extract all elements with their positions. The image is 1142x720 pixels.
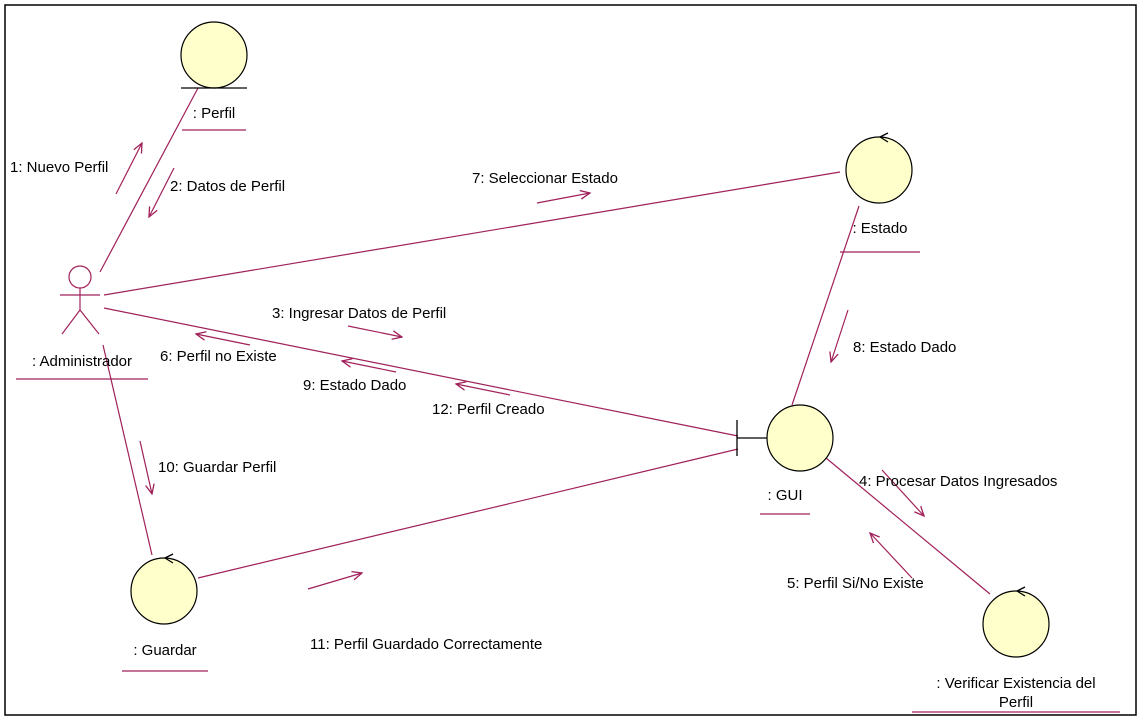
arrow-m12 [456,384,511,396]
link-admin-estado [103,171,841,296]
verificar-control-arrowhead [1015,586,1026,597]
arrow-m2 [149,167,175,217]
arrow-m3 [347,325,402,337]
verificar-label-line1: : Verificar Existencia del [936,675,1095,692]
arrow-m10 [139,440,152,494]
arrow-m8 [831,309,849,362]
message-6-label: 6: Perfil no Existe [160,348,277,365]
perfil-entity[interactable]: : Perfil [180,21,248,131]
message-2-label: 2: Datos de Perfil [170,178,285,195]
diagram-frame [4,4,1137,716]
actor-icon [60,265,100,335]
guardar-label: : Guardar [133,642,196,659]
message-10-label: 10: Guardar Perfil [158,459,276,476]
administrador-actor[interactable]: : Administrador [16,265,148,380]
verificar-control[interactable]: : Verificar Existencia del Perfil [912,586,1120,713]
message-9-label: 9: Estado Dado [303,377,406,394]
administrador-label: : Administrador [32,353,132,370]
message-4-label: 4: Procesar Datos Ingresados [859,473,1057,490]
guardar-control[interactable]: : Guardar [122,553,208,672]
message-arrows [115,143,924,590]
arrow-m9 [342,361,397,373]
message-labels: 1: Nuevo Perfil 2: Datos de Perfil 7: Se… [10,159,1057,653]
link-admin-guardar [102,344,153,556]
link-gui-verificar [819,452,991,595]
guardar-control-icon [130,557,198,625]
gui-label: : GUI [767,487,802,504]
message-5-label: 5: Perfil Si/No Existe [787,575,924,592]
gui-boundary-icon [766,404,834,472]
perfil-label: : Perfil [193,105,236,122]
perfil-entity-icon [180,21,248,89]
estado-control[interactable]: : Estado [840,132,920,253]
verificar-control-icon [982,590,1050,658]
message-7-label: 7: Seleccionar Estado [472,170,618,187]
message-11-label: 11: Perfil Guardado Correctamente [310,636,542,653]
association-links [99,87,991,595]
link-estado-gui [791,205,860,406]
message-3-label: 3: Ingresar Datos de Perfil [272,305,446,322]
link-admin-perfil [99,87,199,273]
arrow-m11 [307,573,362,590]
link-admin-gui [103,307,739,437]
message-8-label: 8: Estado Dado [853,339,956,356]
link-guardar-gui [197,448,739,579]
arrow-m7 [536,193,590,204]
arrow-m6 [196,334,251,346]
arrow-m4 [881,469,924,516]
arrow-m1 [115,143,142,195]
estado-label: : Estado [852,220,907,237]
guardar-control-arrowhead [163,553,174,564]
gui-boundary[interactable]: : GUI [736,404,834,515]
message-12-label: 12: Perfil Creado [432,401,545,418]
arrow-m5 [870,533,913,579]
message-1-label: 1: Nuevo Perfil [10,159,108,176]
estado-control-icon [845,136,913,204]
estado-control-arrowhead [878,132,889,143]
verificar-label-line2: Perfil [999,694,1033,711]
